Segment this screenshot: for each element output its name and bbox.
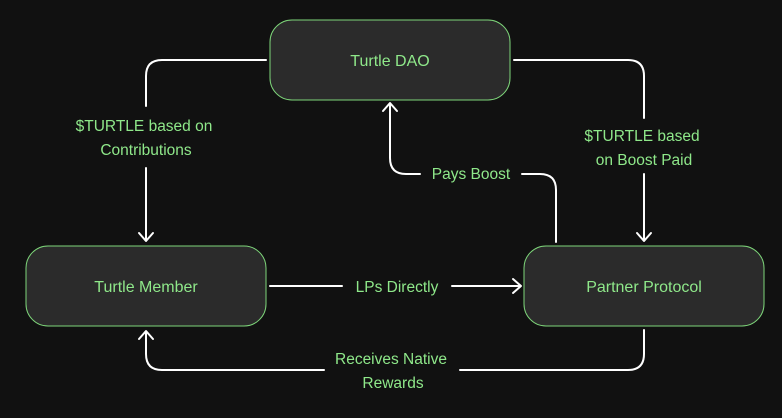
node-turtle-dao-label: Turtle DAO bbox=[350, 53, 429, 70]
arrowhead-into-dao bbox=[382, 102, 398, 112]
node-turtle-member: Turtle Member bbox=[25, 245, 267, 327]
label-lps-directly: LPs Directly bbox=[356, 279, 439, 296]
arrowhead-into-partner bbox=[636, 232, 652, 242]
label-dao-to-member-line2: Contributions bbox=[100, 142, 192, 159]
arrowhead-into-member-bottom bbox=[138, 330, 154, 340]
connectors bbox=[138, 59, 652, 371]
label-pays-boost: Pays Boost bbox=[432, 166, 511, 183]
label-dao-to-member-line1: $TURTLE based on bbox=[76, 118, 213, 135]
node-partner-protocol: Partner Protocol bbox=[523, 245, 765, 327]
edge-dao-to-member-upper bbox=[145, 59, 267, 107]
edge-partner-to-member-right bbox=[459, 329, 645, 371]
edge-partner-to-dao-right bbox=[521, 173, 557, 243]
label-dao-to-partner-line2: on Boost Paid bbox=[596, 152, 693, 169]
node-turtle-member-label: Turtle Member bbox=[94, 279, 198, 296]
node-partner-protocol-label: Partner Protocol bbox=[586, 279, 702, 296]
edge-dao-to-partner-upper bbox=[513, 59, 645, 119]
label-receives-native-line1: Receives Native bbox=[335, 351, 447, 368]
edge-labels: $TURTLE based on Contributions $TURTLE b… bbox=[76, 118, 700, 392]
arrowhead-into-partner-side bbox=[512, 278, 522, 294]
edge-partner-to-member-left bbox=[145, 331, 325, 371]
label-receives-native-line2: Rewards bbox=[362, 375, 423, 392]
arrowhead-into-member bbox=[138, 232, 154, 242]
label-dao-to-partner-line1: $TURTLE based bbox=[584, 128, 699, 145]
node-turtle-dao: Turtle DAO bbox=[269, 19, 511, 101]
edge-partner-to-dao-left bbox=[389, 103, 421, 175]
